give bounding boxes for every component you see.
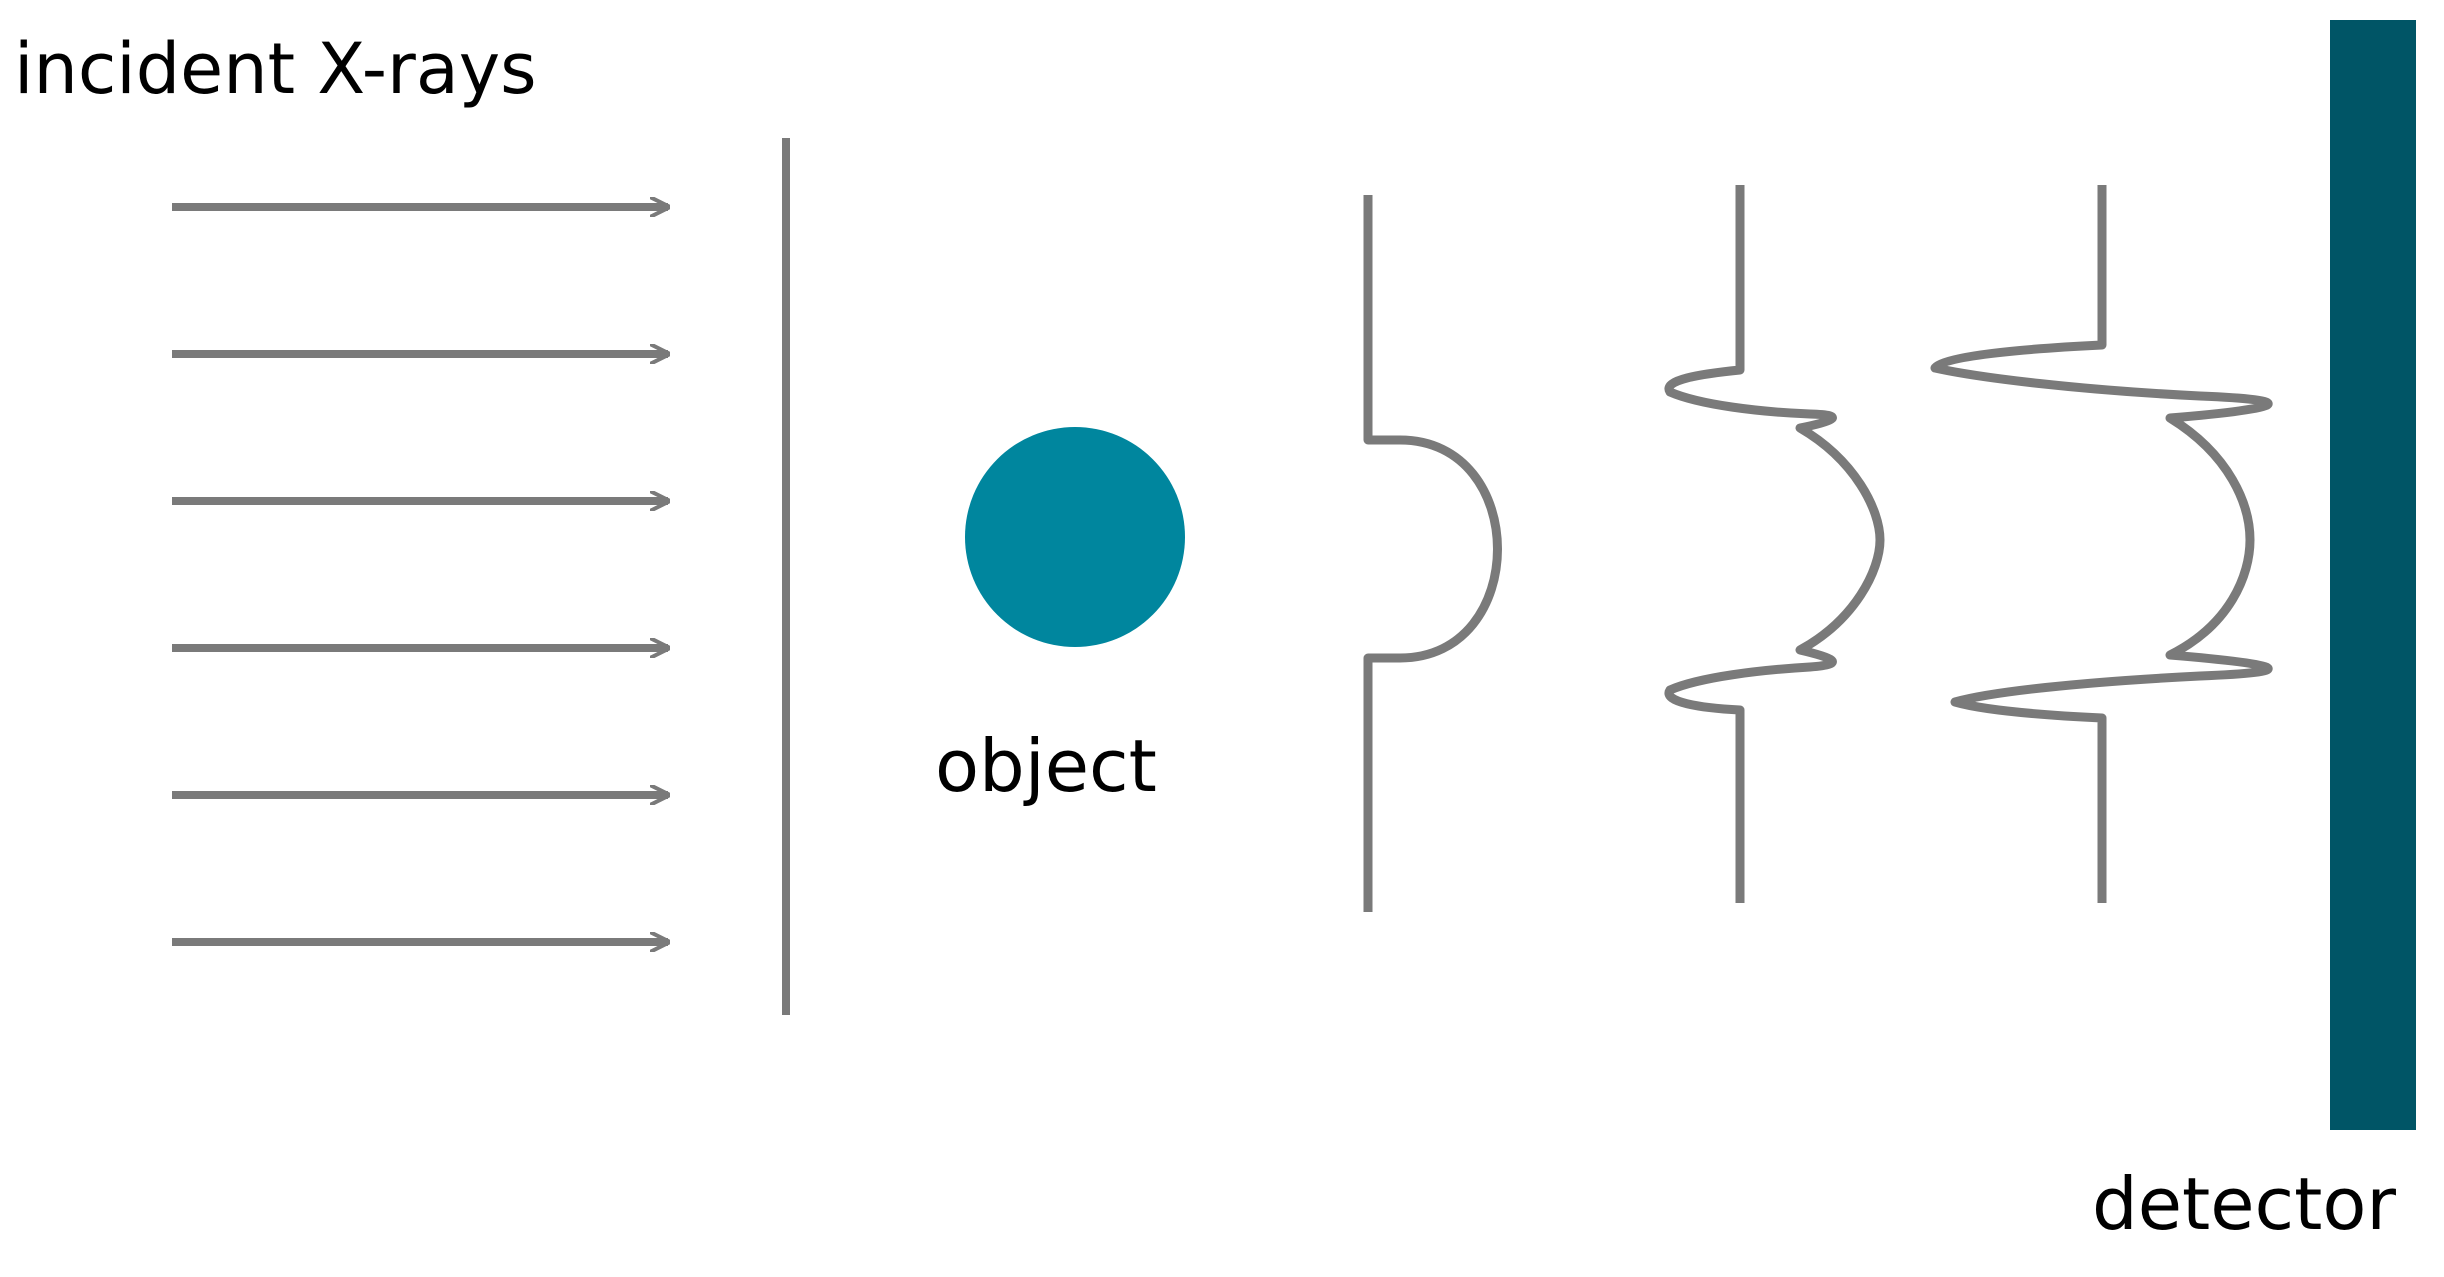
- object-sphere: [965, 427, 1185, 647]
- detector-label: detector: [2092, 1162, 2396, 1246]
- incident-xrays-label: incident X-rays: [14, 28, 537, 110]
- detector-panel: [2330, 20, 2416, 1130]
- perturbed-wavefront-2: [1664, 185, 1885, 903]
- perturbed-wavefront-3: [1930, 185, 2273, 903]
- incident-rays: [172, 207, 668, 942]
- object-label: object: [935, 724, 1157, 808]
- perturbed-wavefront-1: [1363, 195, 1502, 912]
